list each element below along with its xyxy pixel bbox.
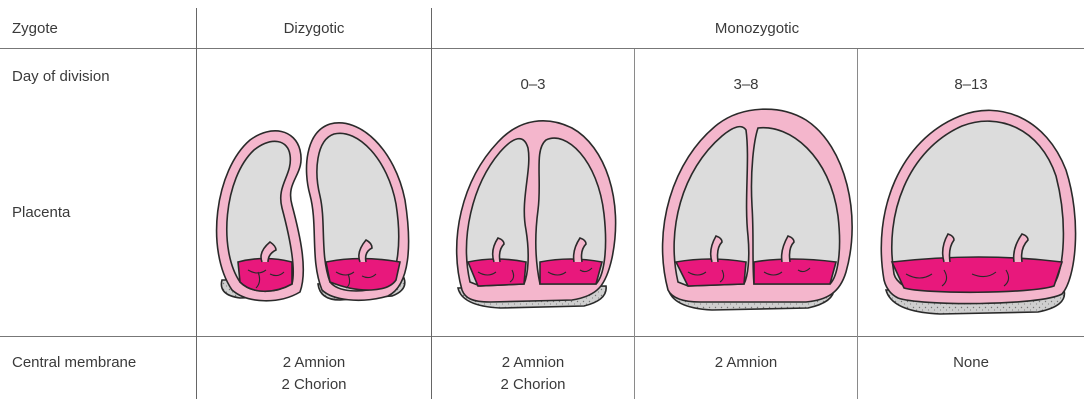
placenta-8-13-diagram: [881, 110, 1075, 314]
placenta-0-3-diagram: [457, 121, 616, 308]
dizygotic-right-sac: [307, 123, 409, 300]
dizygotic-placenta-diagram: [217, 123, 409, 301]
dizygotic-left-sac: [217, 131, 304, 301]
placenta-3-8-diagram: [663, 109, 853, 310]
